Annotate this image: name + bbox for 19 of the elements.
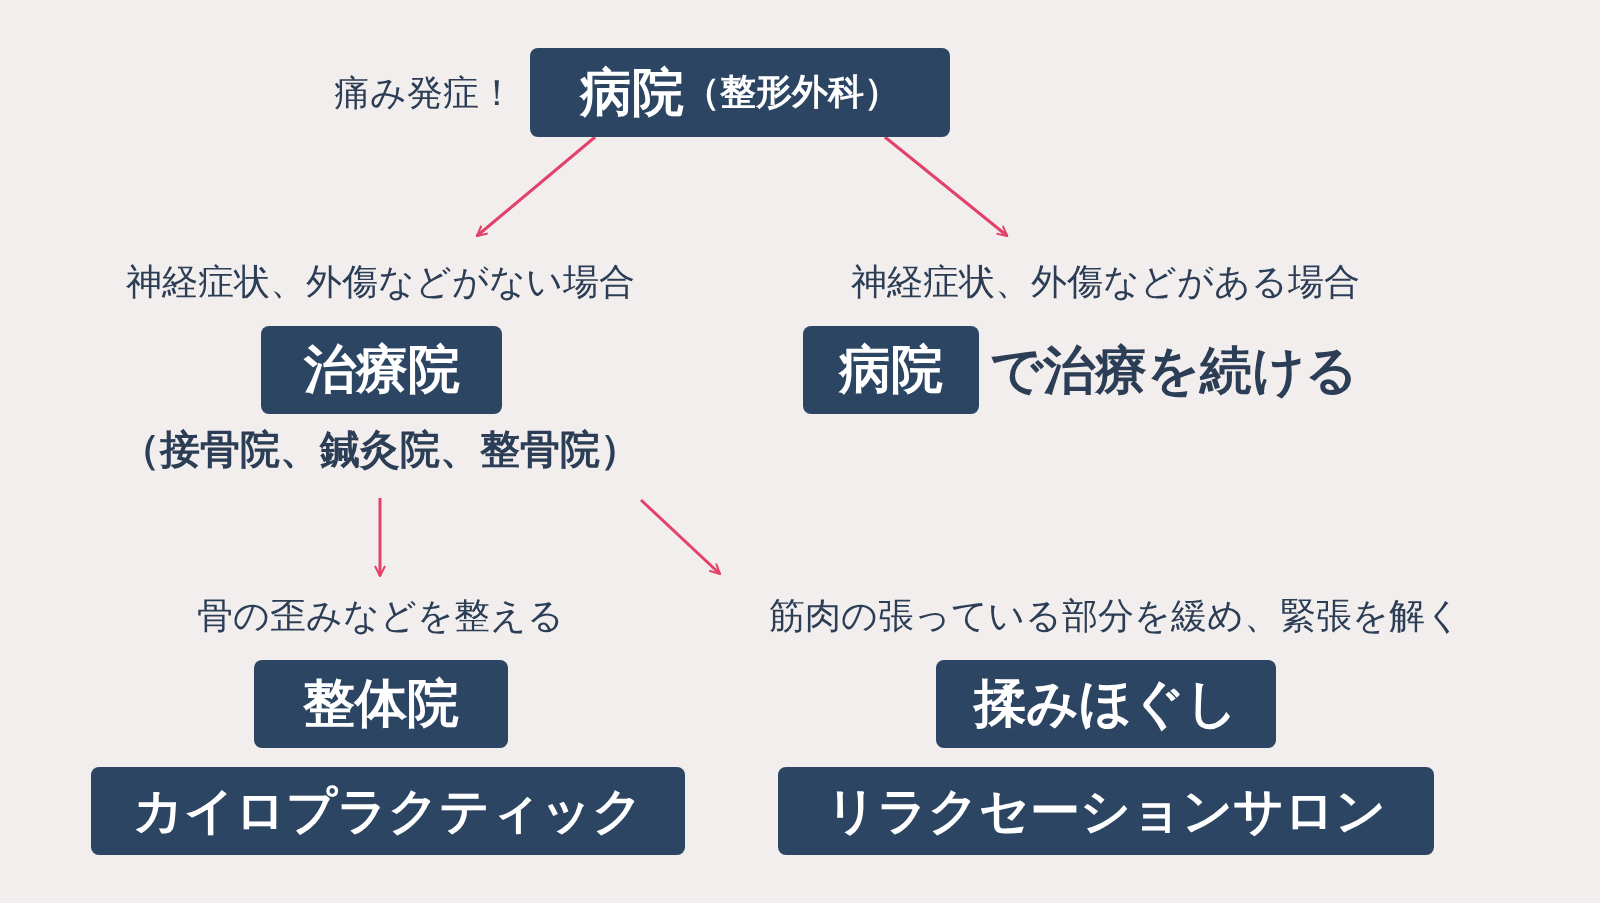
caption-text: 筋肉の張っている部分を緩め、緊張を解く (767, 594, 1463, 638)
category-box: 揉みほぐし (936, 660, 1276, 748)
box-subtitle: （整形外科） (684, 70, 900, 114)
note-text: で治療を続ける (990, 339, 1359, 402)
category-box: 治療院 (261, 326, 502, 414)
note-text: 痛み発症！ (333, 71, 515, 115)
arrow (374, 498, 386, 577)
arrow (883, 135, 1009, 238)
category-box: カイロプラクティック (91, 767, 685, 855)
arrow (639, 498, 722, 576)
caption-text: 神経症状、外傷などがない場合 (124, 260, 636, 304)
arrow (475, 135, 597, 238)
category-box: 病院 (803, 326, 979, 414)
category-box: リラクセーションサロン (778, 767, 1434, 855)
caption-text: 骨の歪みなどを整える (195, 594, 565, 638)
note-text: （接骨院、鍼灸院、整骨院） (119, 425, 641, 474)
category-box: 整体院 (254, 660, 508, 748)
caption-text: 神経症状、外傷などがある場合 (849, 260, 1361, 304)
box-title: 病院 (580, 60, 684, 124)
